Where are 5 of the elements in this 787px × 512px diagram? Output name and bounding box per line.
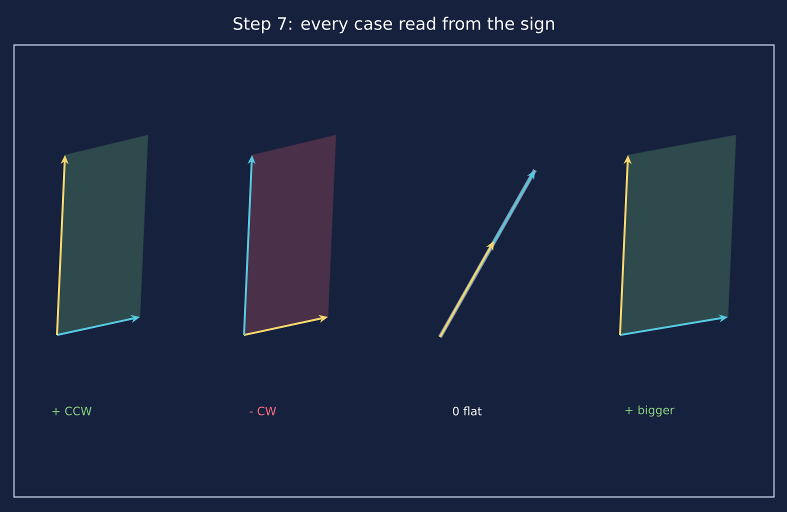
case-label: + bigger — [625, 405, 674, 417]
case-label: - CW — [250, 406, 276, 416]
title: Step 7: every case read from the sign — [234, 16, 554, 34]
case-label: 0 flat — [452, 406, 482, 416]
case-label: + CCW — [52, 406, 92, 416]
